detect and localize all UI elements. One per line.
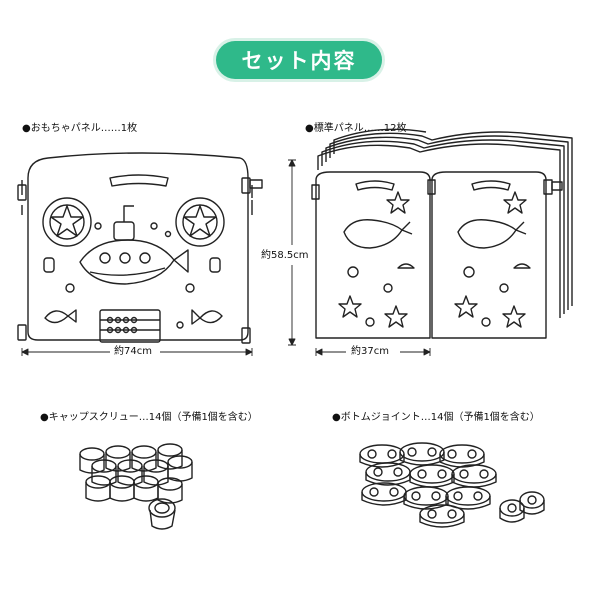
- panel-height-label: 約58.5cm: [261, 250, 309, 262]
- standard-panel-dimension-lines: [315, 348, 431, 356]
- standard-panel-width-label: 約37cm: [351, 346, 389, 358]
- screw-cap-group: [79, 443, 193, 530]
- screw-cap-label: ●キャップスクリュー…14個（予備1個を含む）: [40, 412, 258, 423]
- toy-panel-illustration: [17, 152, 263, 344]
- section-header-pill: セット内容: [216, 41, 382, 79]
- bottom-joint-group: [359, 442, 545, 528]
- toy-panel-width-label: 約74cm: [114, 346, 152, 358]
- toy-panel-label: ●おもちゃパネル……1枚: [22, 123, 138, 134]
- toy-panel-dimension-lines: [21, 159, 296, 356]
- bottom-joint-label: ●ボトムジョイント…14個（予備1個を含む）: [332, 412, 540, 423]
- standard-panel-stack: [311, 128, 573, 339]
- header-title: セット内容: [241, 49, 357, 73]
- standard-panel-label: ●標準パネル……12枚: [305, 123, 407, 134]
